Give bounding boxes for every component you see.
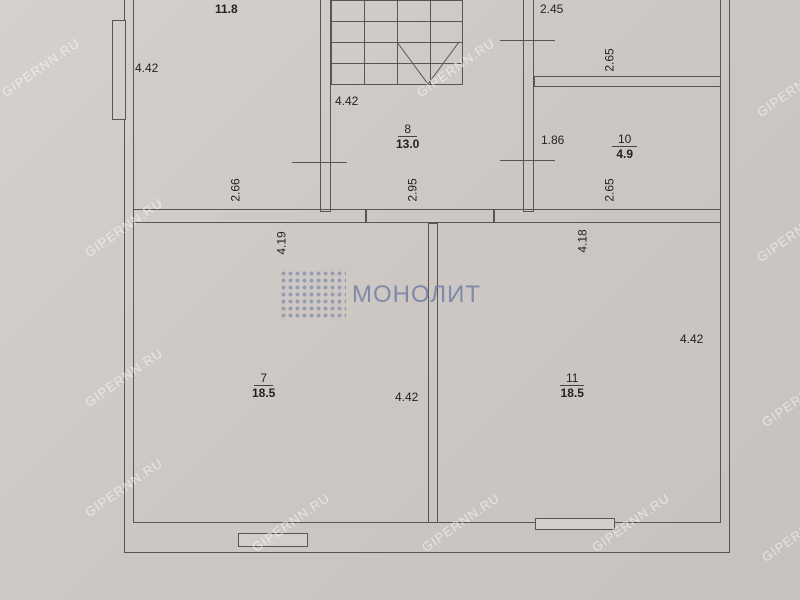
- room-number: 8: [398, 122, 418, 137]
- dimension: 4.42: [135, 61, 159, 75]
- dimension: 1.86: [541, 133, 565, 147]
- stair-wall-right: [523, 0, 534, 212]
- middle-wall: [133, 209, 721, 223]
- room-number: 10: [612, 132, 638, 147]
- dimension: 4.42: [335, 94, 359, 108]
- door-gap: [365, 209, 367, 223]
- window-bottom-left: [238, 533, 308, 547]
- room10-top-wall: [534, 76, 721, 87]
- logo-text: МОНОЛИТ: [352, 281, 482, 308]
- monolit-logo: МОНОЛИТ: [280, 270, 481, 320]
- door-mark: [292, 162, 347, 163]
- dimension: 4.42: [680, 332, 704, 346]
- room-area: 4.9: [616, 147, 634, 161]
- outer-wall: [124, 0, 730, 553]
- door-gap: [493, 209, 495, 223]
- room-number: 11: [560, 371, 585, 386]
- room-area: 18.5: [252, 386, 276, 400]
- watermark: GIPERNN.RU: [758, 365, 800, 430]
- room-number: 7: [254, 371, 274, 386]
- stair-arrow-icon: [396, 41, 460, 85]
- dimension: 4.42: [395, 390, 419, 404]
- lower-partition-wall: [428, 223, 438, 523]
- room-label: 11.8: [215, 2, 238, 16]
- window-bottom-right: [535, 518, 615, 530]
- dimension: 2.45: [540, 2, 564, 16]
- room-area: 18.5: [560, 386, 584, 400]
- staircase: [331, 0, 463, 85]
- logo-mark-icon: [280, 270, 346, 320]
- door-mark: [500, 40, 555, 41]
- dimension: 4.18: [575, 229, 590, 253]
- watermark: GIPERNN.RU: [753, 200, 800, 265]
- dimension: 2.66: [228, 178, 243, 202]
- stair-wall-left: [320, 0, 331, 212]
- watermark: GIPERNN.RU: [753, 55, 800, 120]
- dimension: 4.19: [274, 231, 289, 255]
- room-area: 13.0: [396, 137, 420, 151]
- window-left: [112, 20, 126, 120]
- room-area: 11.8: [215, 2, 238, 16]
- watermark: GIPERNN.RU: [758, 500, 800, 565]
- dimension: 2.95: [405, 178, 420, 202]
- watermark: GIPERNN.RU: [0, 35, 83, 100]
- dimension: 2.65: [602, 48, 617, 72]
- door-mark: [500, 160, 555, 161]
- dimension: 2.65: [602, 178, 617, 202]
- inner-outer-wall: [133, 0, 721, 523]
